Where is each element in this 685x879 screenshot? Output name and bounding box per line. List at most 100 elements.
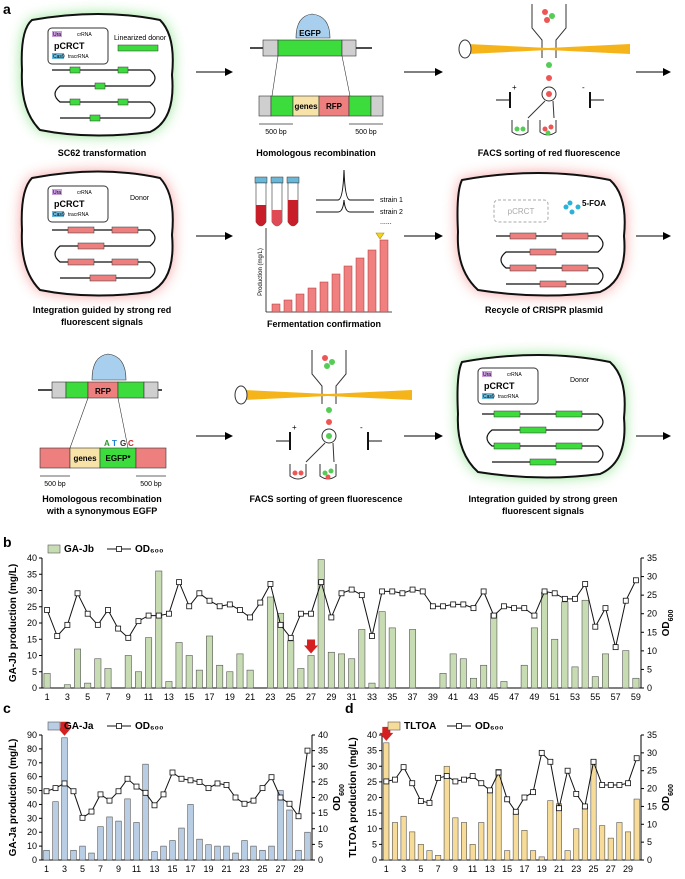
bar xyxy=(338,653,345,689)
x-tick-label: 21 xyxy=(245,692,255,702)
bar xyxy=(196,838,203,861)
y-tick-label: 35 xyxy=(367,746,377,756)
od-marker xyxy=(226,601,233,608)
y2-tick-label: 35 xyxy=(647,553,657,563)
od-marker xyxy=(133,783,140,790)
y-tick-label: 25 xyxy=(27,602,37,612)
caption-fermentation: Fermentation confirmation xyxy=(267,319,381,329)
od-marker xyxy=(70,788,77,795)
caption-recycle: Recycle of CRISPR plasmid xyxy=(485,305,603,315)
y-axis-title: GA-Jb production (mg/L) xyxy=(8,564,19,682)
legend-marker-od xyxy=(116,546,122,552)
bar xyxy=(175,642,183,689)
y2-tick-label: 10 xyxy=(318,824,328,834)
donor-label: Donor xyxy=(570,377,590,384)
bar xyxy=(205,844,212,861)
x-tick-label: 3 xyxy=(401,864,406,874)
y2-tick-label: 35 xyxy=(647,730,657,740)
bar xyxy=(622,650,630,689)
bar xyxy=(277,790,284,861)
plus-sign: + xyxy=(512,83,517,92)
fermentation-bar xyxy=(331,273,341,313)
legend-label-bar: GA-Ja xyxy=(64,721,94,732)
bar xyxy=(391,822,398,861)
od-marker xyxy=(52,785,59,792)
od-marker xyxy=(504,796,511,803)
y2-tick-label: 40 xyxy=(318,730,328,740)
bar xyxy=(602,653,609,689)
od-marker xyxy=(633,755,640,762)
bp-right: 500 bp xyxy=(140,481,162,488)
x-tick-label: 19 xyxy=(537,864,547,874)
y-tick-label: 40 xyxy=(367,730,377,740)
od-line xyxy=(386,751,638,813)
od-marker xyxy=(551,590,558,597)
od-marker xyxy=(622,597,629,604)
od-marker xyxy=(241,800,248,807)
od-marker xyxy=(590,758,597,765)
crrna-label: crRNA xyxy=(77,190,92,196)
bar xyxy=(268,845,275,861)
od-marker xyxy=(440,603,446,610)
bar xyxy=(551,638,559,689)
x-tick-label: 23 xyxy=(571,864,581,874)
bar xyxy=(383,742,390,861)
bar xyxy=(236,653,244,689)
od-marker xyxy=(461,776,467,783)
x-tick-label: 59 xyxy=(631,692,641,702)
bar xyxy=(185,655,193,689)
od-marker xyxy=(490,612,497,619)
od-marker xyxy=(169,769,176,776)
od-marker xyxy=(187,777,194,784)
bar xyxy=(443,765,450,861)
x-tick-label: 29 xyxy=(293,864,303,874)
fermentation-bar xyxy=(343,265,353,313)
x-tick-label: 3 xyxy=(65,692,70,702)
od-marker xyxy=(426,799,433,806)
od-marker xyxy=(383,778,390,785)
od-marker xyxy=(286,800,293,807)
od-marker xyxy=(328,614,335,621)
x-tick-label: 37 xyxy=(408,692,418,702)
od-marker xyxy=(612,644,619,651)
bar xyxy=(500,681,508,689)
x-tick-label: 53 xyxy=(570,692,580,702)
od-marker xyxy=(582,581,589,587)
x-tick-label: 57 xyxy=(611,692,621,702)
od-marker xyxy=(268,774,275,781)
bar xyxy=(94,658,102,689)
x-tick-label: 55 xyxy=(590,692,600,702)
bar xyxy=(43,673,51,689)
od-marker xyxy=(214,780,221,787)
x-tick-label: 41 xyxy=(448,692,458,702)
bar xyxy=(478,822,485,861)
bar xyxy=(246,669,254,689)
od-marker xyxy=(572,595,578,602)
od-marker xyxy=(125,634,132,641)
bp-left: 500 bp xyxy=(44,481,66,488)
od-marker xyxy=(257,599,264,606)
bar xyxy=(307,655,315,689)
od-marker xyxy=(369,633,375,639)
x-tick-label: 19 xyxy=(225,692,235,702)
x-tick-label: 25 xyxy=(589,864,599,874)
crrna-label: crRNA xyxy=(77,32,92,38)
y2-tick-label: 0 xyxy=(318,855,323,865)
rfp-label: RFP xyxy=(95,387,112,396)
od-marker xyxy=(633,577,639,584)
od-marker xyxy=(176,579,182,586)
fermentation-bar xyxy=(319,281,329,313)
rfp-label: RFP xyxy=(326,102,343,111)
bp-right: 500 bp xyxy=(355,129,377,136)
od-marker xyxy=(419,588,426,595)
bar xyxy=(206,635,213,689)
cas9-label: Cas9 xyxy=(53,54,65,60)
od-marker xyxy=(616,782,623,788)
bar xyxy=(187,804,194,861)
y2-tick-label: 30 xyxy=(647,572,657,582)
y2-axis-title-subscript: 600 xyxy=(339,784,346,796)
bar xyxy=(106,816,113,861)
bar xyxy=(43,849,50,861)
